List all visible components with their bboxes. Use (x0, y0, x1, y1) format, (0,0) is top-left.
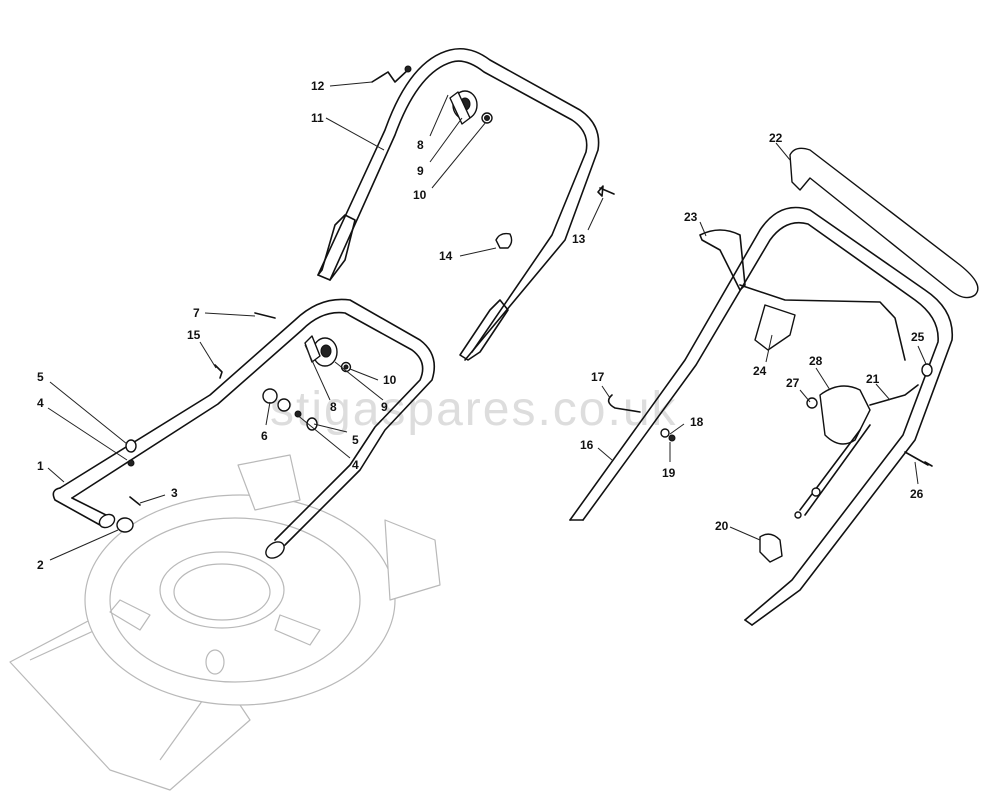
callout-28: 28 (809, 354, 823, 368)
upper-knob-assembly (371, 65, 615, 249)
callout-7: 7 (193, 306, 200, 320)
callout-22: 22 (769, 131, 783, 145)
callout-21: 21 (866, 372, 880, 386)
callout-8-lower: 8 (330, 400, 337, 414)
callout-3: 3 (171, 486, 178, 500)
callout-15: 15 (187, 328, 201, 342)
lower-knob-assembly (116, 312, 352, 533)
callout-19: 19 (662, 466, 676, 480)
mower-deck (9, 454, 441, 791)
callout-26: 26 (910, 487, 924, 501)
upper-handle (317, 47, 600, 361)
callout-27: 27 (786, 376, 800, 390)
callout-13: 13 (572, 232, 586, 246)
callout-4-left: 4 (37, 396, 44, 410)
callout-1: 1 (37, 459, 44, 473)
callout-14: 14 (439, 249, 453, 263)
right-handle-assembly (569, 147, 979, 626)
callout-20: 20 (715, 519, 729, 533)
callout-5-right: 5 (352, 433, 359, 447)
callout-18: 18 (690, 415, 704, 429)
callout-25: 25 (911, 330, 925, 344)
callout-2: 2 (37, 558, 44, 572)
callout-11: 11 (311, 111, 324, 125)
callout-23: 23 (684, 210, 698, 224)
callout-5-left: 5 (37, 370, 44, 384)
watermark-text: stigaspares.co.uk (270, 383, 678, 436)
callout-10-upper: 10 (413, 188, 427, 202)
callout-9-upper: 9 (417, 164, 424, 178)
callout-6: 6 (261, 429, 268, 443)
lower-handle (52, 298, 436, 559)
callout-8-upper: 8 (417, 138, 424, 152)
callout-24: 24 (753, 364, 767, 378)
callout-12: 12 (311, 79, 325, 93)
callout-9-lower: 9 (381, 400, 388, 414)
callout-17: 17 (591, 370, 605, 384)
leader-lines (47, 81, 927, 561)
callout-4-right: 4 (352, 458, 359, 472)
callout-labels: 12 11 8 9 10 14 13 7 15 5 4 1 3 2 6 5 4 … (37, 79, 925, 572)
callout-16: 16 (580, 438, 594, 452)
callout-10-lower: 10 (383, 373, 397, 387)
